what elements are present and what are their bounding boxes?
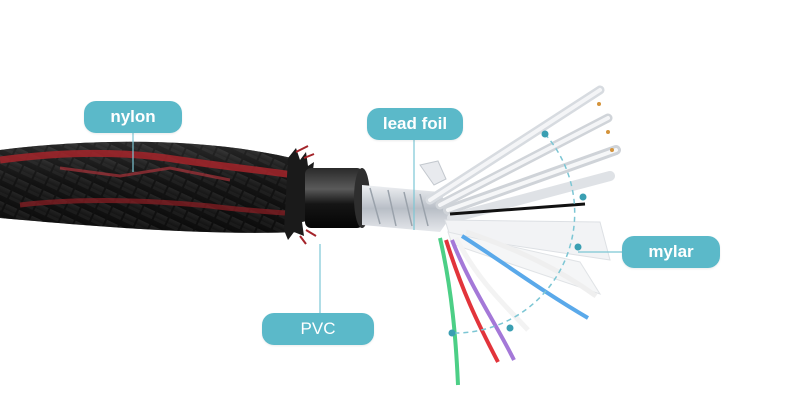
label-nylon-text: nylon (110, 107, 156, 126)
label-mylar-text: mylar (648, 242, 694, 261)
label-nylon: nylon (84, 101, 182, 133)
colored-conductors (438, 229, 598, 386)
leader-lines (132, 132, 622, 316)
cross-section-arc (448, 130, 587, 337)
label-lead-foil: lead foil (367, 108, 463, 140)
label-mylar: mylar (622, 236, 720, 268)
label-pvc: PVC (262, 313, 374, 345)
nylon-braid (0, 141, 320, 245)
label-lead-foil-text: lead foil (382, 114, 448, 133)
pvc-jacket (305, 168, 370, 228)
mylar-wrapped-pairs (425, 85, 621, 295)
label-pvc-text: PVC (300, 319, 336, 338)
